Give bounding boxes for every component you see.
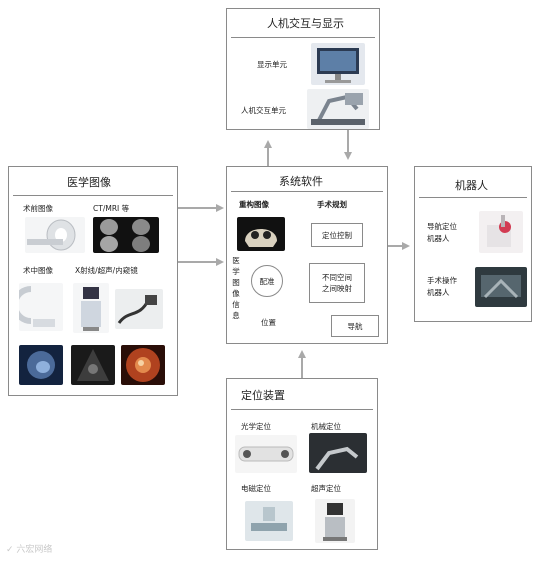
robot-title: 机器人 <box>455 179 488 192</box>
medical-image-box: 医学图像 术前图像 CT/MRI 等 术中图像 X射线/超声/内窥镜 <box>8 166 178 396</box>
medical-info-vertical-text: 医学图像信息 <box>232 256 240 320</box>
endoscope-view-image <box>121 345 165 385</box>
interaction-unit-label: 人机交互单元 <box>241 106 286 115</box>
hmi-box: 人机交互与显示 显示单元 人机交互单元 <box>226 8 380 130</box>
mechanical-arm-image <box>309 433 367 473</box>
recon-3d-image <box>237 217 285 251</box>
optical-locator-label: 光学定位 <box>241 422 271 431</box>
watermark: ✓ 六宏网络 <box>6 545 53 555</box>
surgical-planning-label: 手术规划 <box>317 200 347 209</box>
xray-skull-image <box>19 345 63 385</box>
navigation-box: 导航 <box>331 315 379 337</box>
display-unit-label: 显示单元 <box>257 60 287 69</box>
endoscope-image <box>115 289 163 329</box>
software-divider <box>231 191 383 192</box>
recon-image-label: 重构图像 <box>239 200 269 209</box>
mechanical-locator-label: 机械定位 <box>311 422 341 431</box>
ct-slice-images <box>93 217 159 253</box>
em-locator-image <box>245 501 293 541</box>
medical-divider <box>13 195 173 196</box>
robot-divider <box>419 197 527 198</box>
preop-label: 术前图像 <box>23 204 53 213</box>
c-arm-image <box>19 283 63 331</box>
em-locator-label: 电磁定位 <box>241 484 271 493</box>
position-control-box: 定位控制 <box>311 223 363 247</box>
space-mapping-box: 不同空间 之间映射 <box>309 263 365 303</box>
interaction-unit-image <box>307 89 369 129</box>
nav-robot-image <box>479 211 523 253</box>
nav-robot-label: 导航定位 机器人 <box>427 222 457 243</box>
ultrasound-scan-image <box>71 345 115 385</box>
software-title: 系统软件 <box>279 175 323 188</box>
locator-title: 定位装置 <box>241 389 285 402</box>
locator-box: 定位装置 光学定位 机械定位 电磁定位 超声定位 <box>226 378 378 550</box>
optical-tracker-image <box>235 435 297 473</box>
hmi-divider <box>231 37 375 38</box>
medical-title: 医学图像 <box>67 176 111 189</box>
ultrasound-device-image <box>73 283 109 333</box>
registration-circle: 配准 <box>251 265 283 297</box>
locator-divider <box>231 409 373 410</box>
robot-box: 机器人 导航定位 机器人 手术操作 机器人 <box>414 166 532 322</box>
op-robot-image <box>475 267 527 307</box>
ct-scanner-image <box>25 217 85 253</box>
position-label: 位置 <box>261 318 276 327</box>
ct-mri-label: CT/MRI 等 <box>93 204 130 213</box>
ultrasound-locator-label: 超声定位 <box>311 484 341 493</box>
system-software-box: 系统软件 重构图像 手术规划 医学图像信息 定位控制 配准 不同空间 之间映射 … <box>226 166 388 344</box>
intraop-label: 术中图像 <box>23 266 53 275</box>
hmi-title: 人机交互与显示 <box>267 17 344 30</box>
op-robot-label: 手术操作 机器人 <box>427 276 457 297</box>
display-unit-image <box>311 43 365 85</box>
ultrasound-locator-image <box>315 499 355 543</box>
xray-us-endo-label: X射线/超声/内窥镜 <box>75 266 138 275</box>
